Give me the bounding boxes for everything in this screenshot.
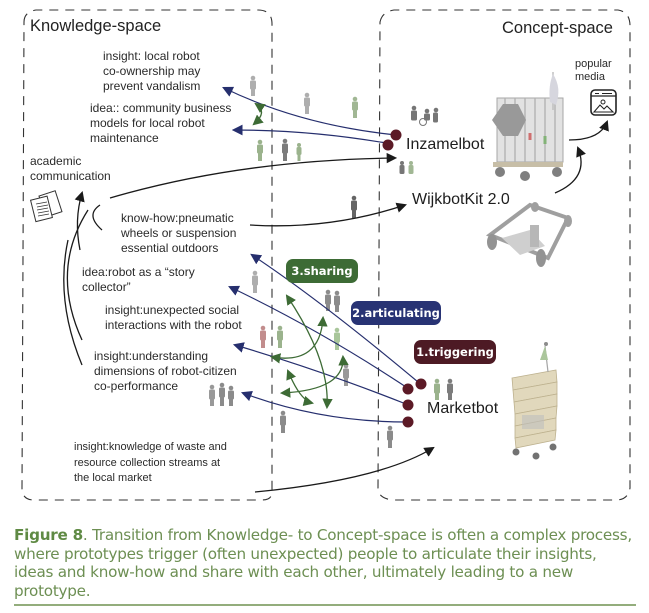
popular-media-icon (590, 89, 617, 116)
knowledge-item: insight:understanding dimensions of robo… (94, 349, 237, 393)
trigger-dot (390, 129, 402, 141)
marketbot-label: Marketbot (427, 400, 499, 417)
trigger-dots (382, 129, 427, 428)
concept-space-frame (377, 9, 631, 501)
flow-arrows (63, 120, 609, 493)
knowledge-space-title: Knowledge-space (30, 17, 162, 35)
wijkbotkit-illustration (485, 202, 572, 267)
trigger-dot (415, 378, 427, 390)
sharing-arrows (252, 102, 349, 410)
knowledge-item: know-how:pneumatic wheels or suspension … (121, 211, 237, 255)
trigger-dot (382, 139, 394, 151)
arrow-to-inzamelbot (109, 152, 398, 199)
trigger-dot (402, 383, 414, 395)
marketbot-illustration (511, 342, 558, 460)
knowledge-item: insight: local robot co-ownership may pr… (103, 49, 201, 93)
arrow-inzamelbot-to-media (568, 120, 609, 141)
people-silhouettes (209, 75, 453, 448)
knowledge-item: idea:robot as a “story collector” (82, 265, 195, 294)
trigger-dot (402, 399, 414, 411)
knowledge-item: insight:unexpected social interactions w… (105, 303, 242, 332)
knowledge-item: insight:knowledge of waste and resource … (74, 441, 227, 484)
figure-caption: Figure 8. Transition from Knowledge- to … (14, 526, 639, 600)
arrow-to-academic (74, 191, 85, 251)
caption-divider (14, 604, 636, 606)
trigger-dot (402, 416, 414, 428)
inzamelbot-label: Inzamelbot (406, 136, 485, 153)
popular-media-label: popular media (575, 58, 612, 83)
documents-icon (29, 190, 63, 223)
arrow-to-marketbot (254, 446, 435, 493)
arrow-to-wijkbotkit (249, 202, 407, 227)
wijkbotkit-label: WijkbotKit 2.0 (412, 191, 510, 208)
stage-badge-sharing: 3.sharing (286, 259, 358, 283)
stage-badge-articulating: 2.articulating (351, 301, 441, 325)
knowledge-item: idea:: community business models for loc… (90, 101, 232, 145)
figure-caption-label: Figure 8 (14, 526, 83, 544)
knowledge-space-frame (21, 9, 273, 501)
academic-communication-label: academic communication (30, 154, 111, 183)
concept-space-title: Concept-space (502, 19, 613, 37)
articulating-arrows (222, 86, 419, 423)
figure-caption-text: . Transition from Knowledge- to Concept-… (14, 526, 632, 600)
inzamelbot-illustration (492, 72, 564, 181)
arrow-wijkbotkit-to-inzamelbot (554, 146, 586, 194)
stage-badge-triggering: 1.triggering (414, 340, 496, 364)
